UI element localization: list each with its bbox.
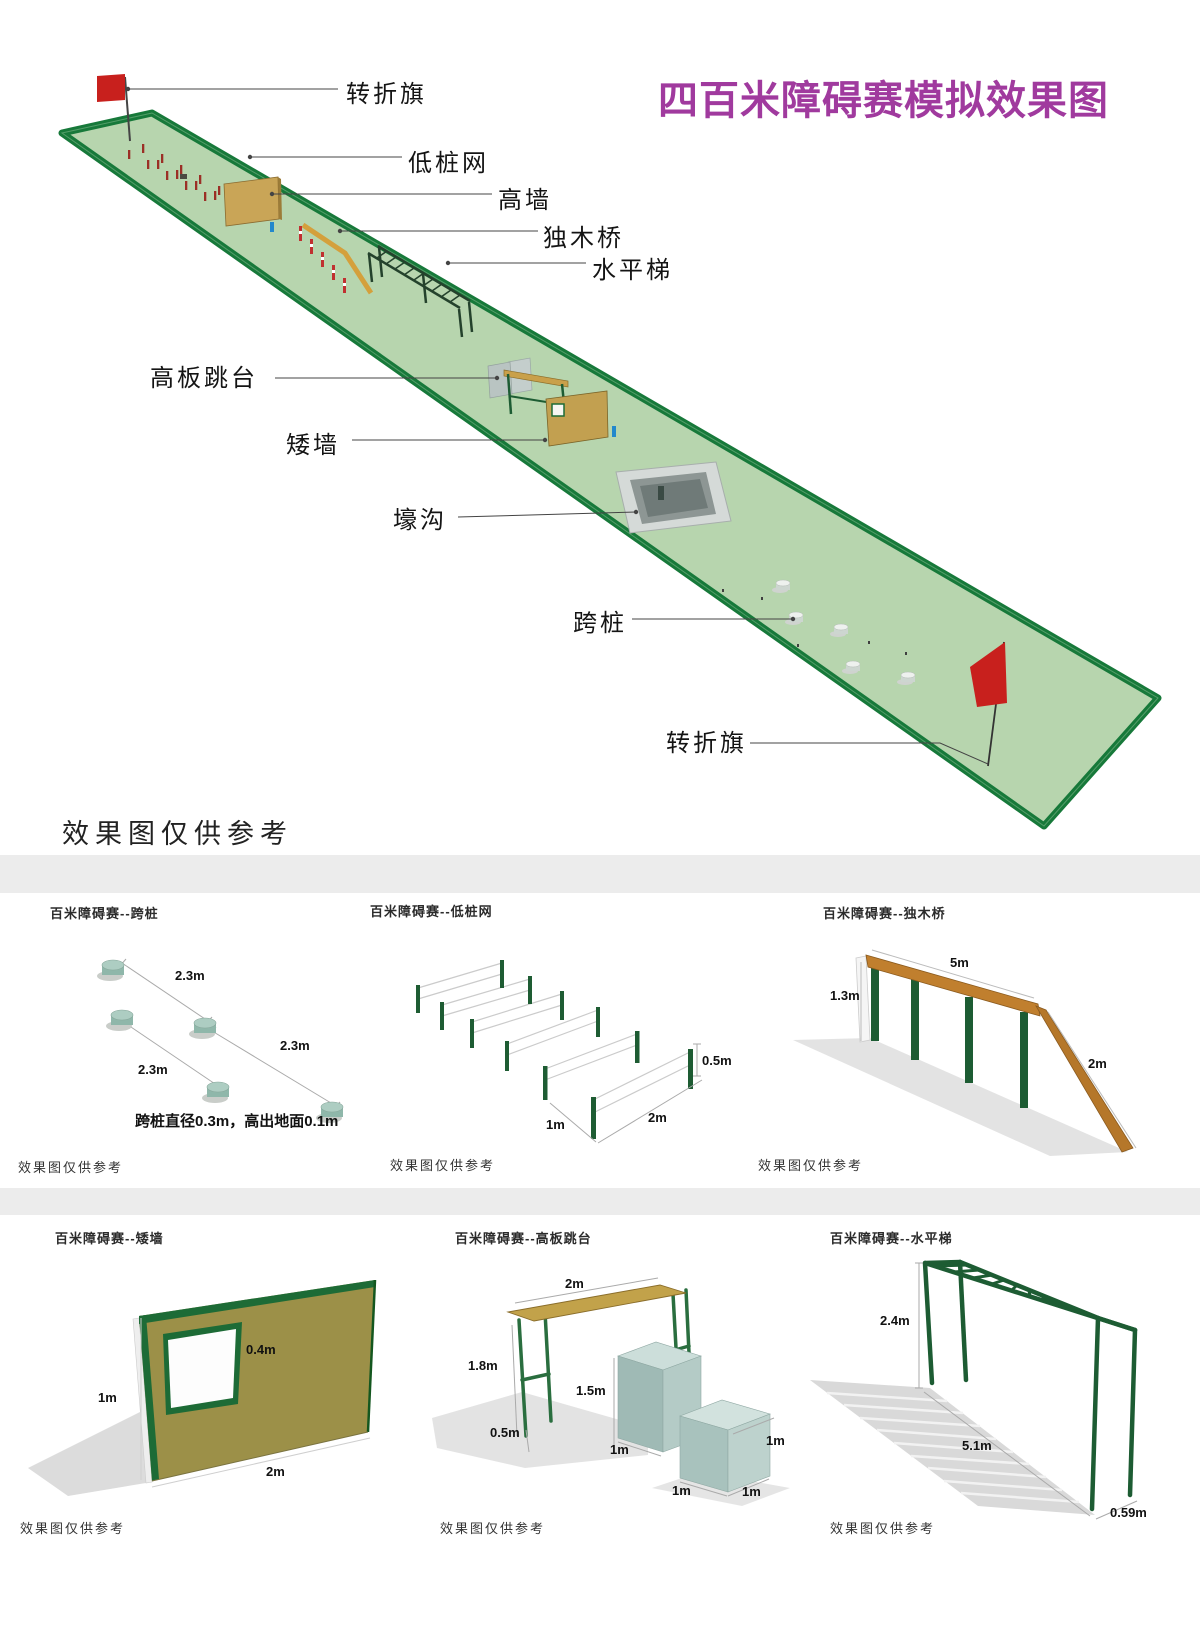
panel-title-low-stake-net: 百米障碍赛--低桩网 <box>370 904 493 919</box>
panel-title-horizontal-ladder: 百米障碍赛--水平梯 <box>830 1231 953 1246</box>
end-flag-icon <box>970 641 1007 767</box>
divider-band-1 <box>0 855 1200 893</box>
dim-label: 2m <box>565 1276 584 1291</box>
page-title: 四百米障碍赛模拟效果图 <box>658 79 1109 123</box>
dim-label: 2.3m <box>280 1038 310 1053</box>
balance-beam-graphic <box>299 222 374 295</box>
dim-label: 1.3m <box>830 988 860 1003</box>
dim-label: 1m <box>742 1484 761 1499</box>
dim-label: 5m <box>950 955 969 970</box>
reference-note: 效果图仅供参考 <box>62 819 293 849</box>
low-wall-graphic <box>545 390 616 447</box>
panel-footer: 效果图仅供参考 <box>758 1158 864 1173</box>
dim-label: 1.8m <box>468 1358 498 1373</box>
dim-label: 1.5m <box>576 1383 606 1398</box>
dim-label: 5.1m <box>962 1438 992 1453</box>
panel-title-balance-beam: 百米障碍赛--独木桥 <box>823 906 946 921</box>
dim-label: 2m <box>266 1464 285 1479</box>
track <box>58 109 1162 830</box>
label-turning-flag-start: 转折旗 <box>346 82 427 108</box>
dim-label: 0.59m <box>1110 1505 1147 1520</box>
panel-balance-beam-graphic <box>793 949 1137 1156</box>
divider-band-2 <box>0 1188 1200 1215</box>
start-flag-icon <box>97 74 131 142</box>
dim-label: 2.4m <box>880 1313 910 1328</box>
dim-label: 1m <box>766 1433 785 1448</box>
leader-lines <box>125 86 989 765</box>
panel-high-board-platform-graphic <box>432 1277 790 1506</box>
label-high-board-platform: 高板跳台 <box>150 366 258 392</box>
label-stride-stakes: 跨桩 <box>573 611 627 637</box>
dim-label: 2m <box>648 1110 667 1125</box>
dim-label: 2.3m <box>138 1062 168 1077</box>
high-wall-graphic <box>223 176 282 232</box>
panel-footer: 效果图仅供参考 <box>440 1521 546 1536</box>
dim-label: 0.5m <box>490 1425 520 1440</box>
panel-title-stride-stakes: 百米障碍赛--跨桩 <box>50 906 159 921</box>
dim-label: 0.5m <box>702 1053 732 1068</box>
dim-label: 1m <box>546 1117 565 1132</box>
label-turning-flag-end: 转折旗 <box>666 731 747 757</box>
dim-label: 0.4m <box>246 1342 276 1357</box>
dim-label: 2m <box>1088 1056 1107 1071</box>
panel-footer: 效果图仅供参考 <box>20 1521 126 1536</box>
dim-label: 1m <box>610 1442 629 1457</box>
dim-label: 1m <box>672 1483 691 1498</box>
panel-footer: 效果图仅供参考 <box>830 1521 936 1536</box>
label-trench: 壕沟 <box>393 508 447 534</box>
dim-label: 2.3m <box>175 968 205 983</box>
trench-graphic <box>615 461 732 534</box>
label-balance-beam: 独木桥 <box>543 226 624 252</box>
label-low-wall: 矮墙 <box>286 433 340 459</box>
low-stake-net-graphic <box>128 144 236 211</box>
horizontal-ladder-graphic <box>367 244 474 338</box>
label-high-wall: 高墙 <box>498 188 552 214</box>
panel-footer: 效果图仅供参考 <box>18 1160 124 1175</box>
dim-label: 1m <box>98 1390 117 1405</box>
panel-stride-stakes-graphic <box>97 958 344 1123</box>
label-low-stake-net: 低桩网 <box>408 151 489 177</box>
label-horizontal-ladder: 水平梯 <box>592 258 673 284</box>
panel-footer: 效果图仅供参考 <box>390 1158 496 1173</box>
panel-low-stake-net-graphic <box>416 960 703 1144</box>
panel-low-wall-graphic <box>28 1279 377 1496</box>
panel-horizontal-ladder-graphic <box>810 1259 1138 1520</box>
panel-title-high-board-platform: 百米障碍赛--高板跳台 <box>455 1231 592 1246</box>
panel-title-low-wall: 百米障碍赛--矮墙 <box>55 1231 164 1246</box>
stride-stakes-graphic <box>722 579 916 685</box>
panel-note-stride-stakes: 跨桩直径0.3m，高出地面0.1m <box>135 1113 339 1130</box>
